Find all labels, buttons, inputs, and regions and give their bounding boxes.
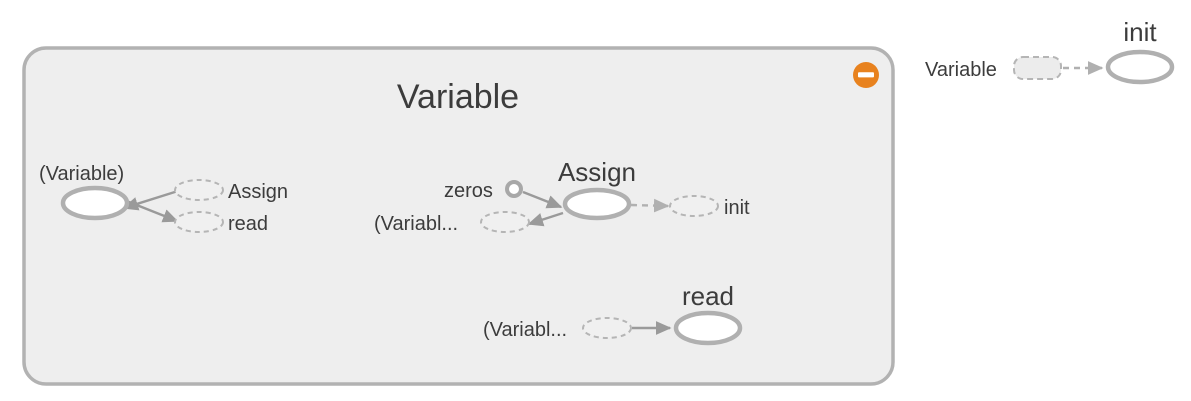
assign-proxy-left-label: Assign [228,181,288,203]
read-proxy-left-label: read [228,213,268,235]
node-init-op-right[interactable] [1105,49,1175,85]
edge-zeros-to-assign [522,190,563,209]
init-op-right-label: init [1123,17,1157,47]
left-variable-label: (Variable) [39,163,124,185]
variable-proxy-low-label: (Variabl... [483,319,567,341]
node-variable-proxy-low[interactable] [582,317,632,339]
node-init-proxy-mid[interactable] [669,195,719,217]
node-read-proxy-left[interactable] [174,211,224,233]
assign-op-label: Assign [558,157,636,187]
group-title: Variable [397,78,519,116]
minus-bar-icon [858,72,874,78]
init-proxy-mid-label: init [724,197,750,219]
collapse-button[interactable] [853,62,879,88]
node-variable-proxy-right[interactable] [1013,56,1062,80]
edge-variable-to-read [123,198,179,223]
group-box-rect[interactable] [22,46,895,386]
node-read-op[interactable] [673,310,743,346]
node-zeros-const[interactable] [505,180,523,198]
edge-assign-to-variable [122,189,179,211]
node-assign-proxy-left[interactable] [174,179,224,201]
node-variable-proxy-mid[interactable] [480,211,530,233]
read-op-label: read [682,281,734,311]
node-assign-op[interactable] [562,187,632,221]
variable-proxy-mid-label: (Variabl... [374,213,458,235]
read-cluster: (Variabl... read [483,281,743,346]
variable-right-label: Variable [925,59,997,81]
edge-assign-to-variable-proxy [527,211,564,227]
right-cluster: Variable init [925,17,1175,85]
zeros-label: zeros [444,180,493,202]
left-cluster: (Variable) Assign read [39,163,288,235]
assign-cluster: zeros (Variabl... Assign init [374,157,750,235]
variable-group-container[interactable]: Variable [22,46,895,386]
node-left-variable[interactable] [60,185,130,221]
